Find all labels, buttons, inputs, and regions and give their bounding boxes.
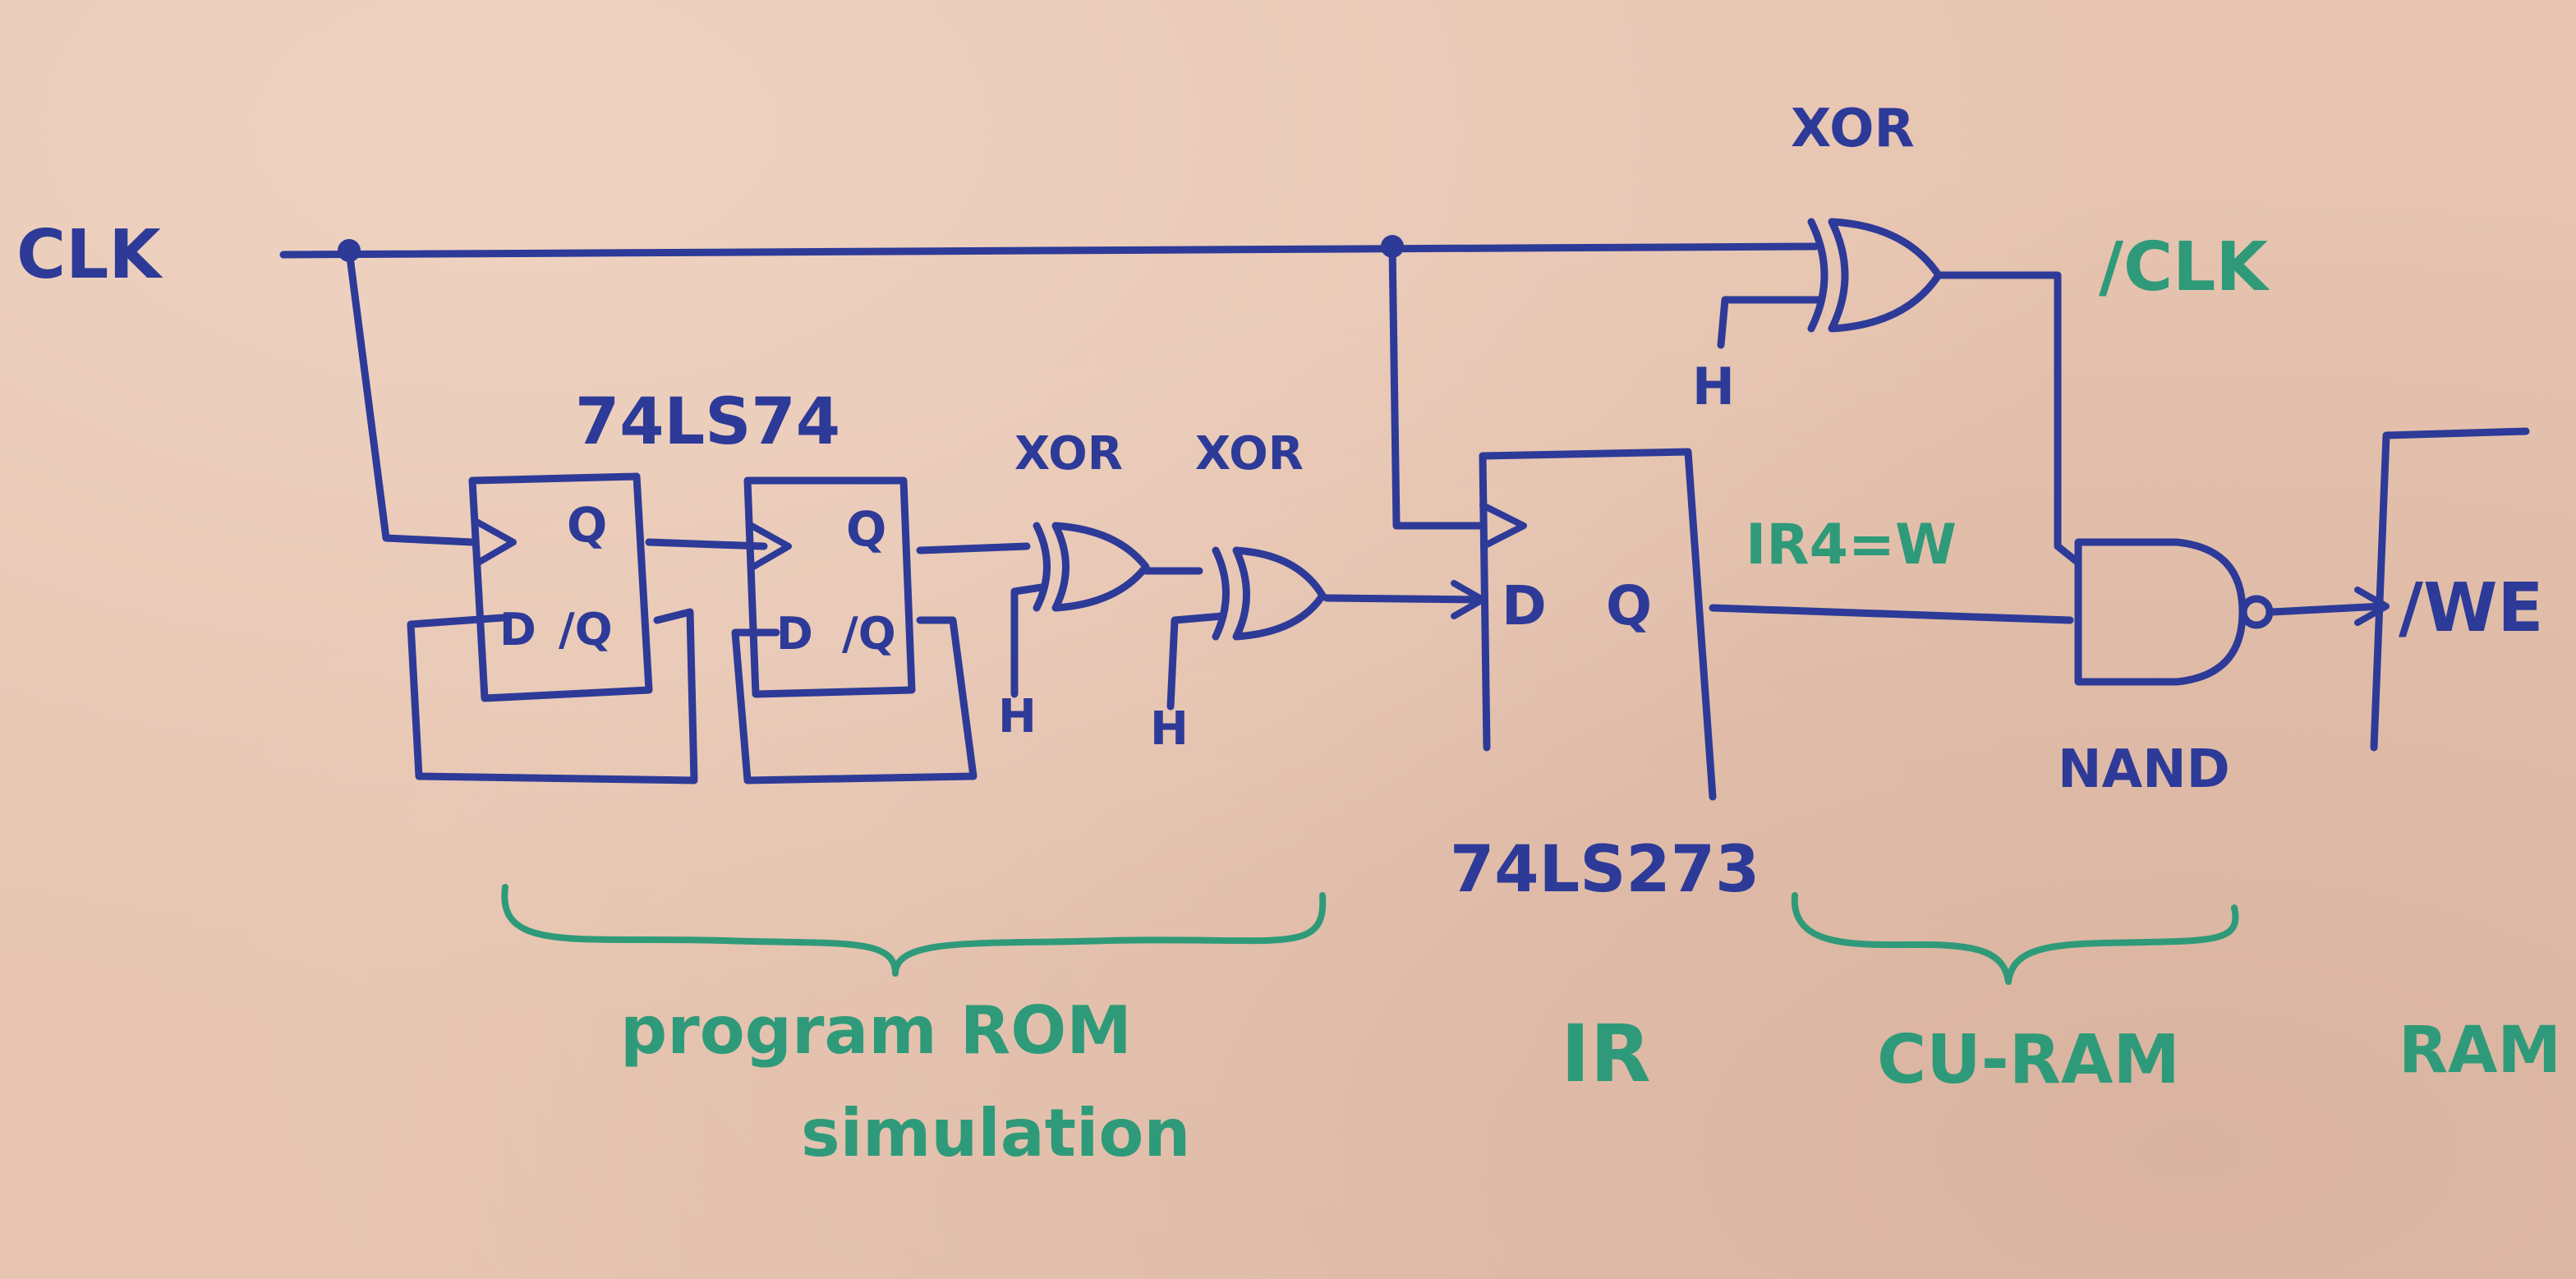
flipflop-part-label: 74LS74 (575, 385, 840, 459)
xor2-to-ir-wire (1322, 594, 1487, 604)
xor2-gate (1232, 546, 1327, 641)
ff1-feedback-wire (407, 608, 698, 784)
nclk-wire (1934, 271, 2082, 567)
clk-label: CLK (16, 216, 161, 294)
h-top-label: H (1692, 357, 1735, 416)
ff1-clock-triangle (473, 518, 517, 566)
clk-wire (279, 242, 1819, 259)
ff2-to-xor1-wire (916, 542, 1031, 554)
ff2-box (743, 476, 916, 698)
ff2-d-label: D (776, 608, 813, 660)
ram-edge (2370, 427, 2530, 752)
xor2-gate-back (1212, 546, 1230, 641)
ff2-clock-triangle (748, 522, 792, 570)
ff1-d-label: D (499, 604, 536, 656)
we-label: /WE (2399, 569, 2544, 647)
ir-q-label: Q (1606, 574, 1653, 637)
clk-to-ff1-wire (345, 246, 476, 546)
ir-part-label: 74LS273 (1450, 833, 1760, 907)
ir-clock-triangle (1479, 502, 1527, 550)
section-program-rom-label: program ROM (620, 992, 1132, 1069)
section-simulation-label: simulation (801, 1095, 1191, 1171)
brace-program-rom (501, 884, 1327, 977)
nand-to-we-wire (2267, 602, 2386, 616)
h1-wire (1010, 583, 1046, 698)
nand-to-we-arrow (2354, 587, 2390, 626)
ir-box (1479, 448, 1717, 801)
xor-top-gate-back (1807, 218, 1828, 333)
xor-top-label: XOR (1791, 99, 1915, 159)
ir4-label: IR4=W (1746, 513, 1957, 577)
section-cu-ram-label: CU-RAM (1877, 1021, 2180, 1099)
clk-to-ir-wire (1388, 242, 1487, 530)
xor2-label: XOR (1195, 427, 1304, 481)
ff1-nq-label: /Q (559, 604, 613, 656)
nand-bubble (2239, 595, 2274, 629)
h1-label: H (998, 690, 1037, 743)
section-ram-label: RAM (2399, 1014, 2562, 1088)
xor1-gate (1051, 522, 1150, 612)
h2-wire (1166, 612, 1226, 711)
nclk-label: /CLK (2099, 228, 2268, 306)
ir-d-label: D (1502, 574, 1547, 637)
xor1-label: XOR (1014, 427, 1123, 481)
ff2-nq-label: /Q (842, 608, 896, 660)
h2-label: H (1150, 702, 1189, 756)
ff1-box (468, 472, 653, 702)
section-ir-label: IR (1561, 1008, 1651, 1100)
h-top-wire (1717, 296, 1824, 349)
ff2-q-label: Q (846, 501, 887, 557)
nand-label: NAND (2058, 739, 2230, 800)
xor1-gate-back (1033, 522, 1051, 612)
nand-gate (2074, 538, 2247, 686)
ff2-feedback-wire (731, 616, 978, 784)
brace-cu-ram (1791, 892, 2239, 985)
ir-box-left (1479, 452, 1491, 752)
ff1-q-label: Q (567, 497, 608, 553)
ir4-wire (1709, 604, 2074, 624)
xor-top-gate (1828, 218, 1943, 333)
ff1-to-ff2-wire (645, 538, 768, 550)
